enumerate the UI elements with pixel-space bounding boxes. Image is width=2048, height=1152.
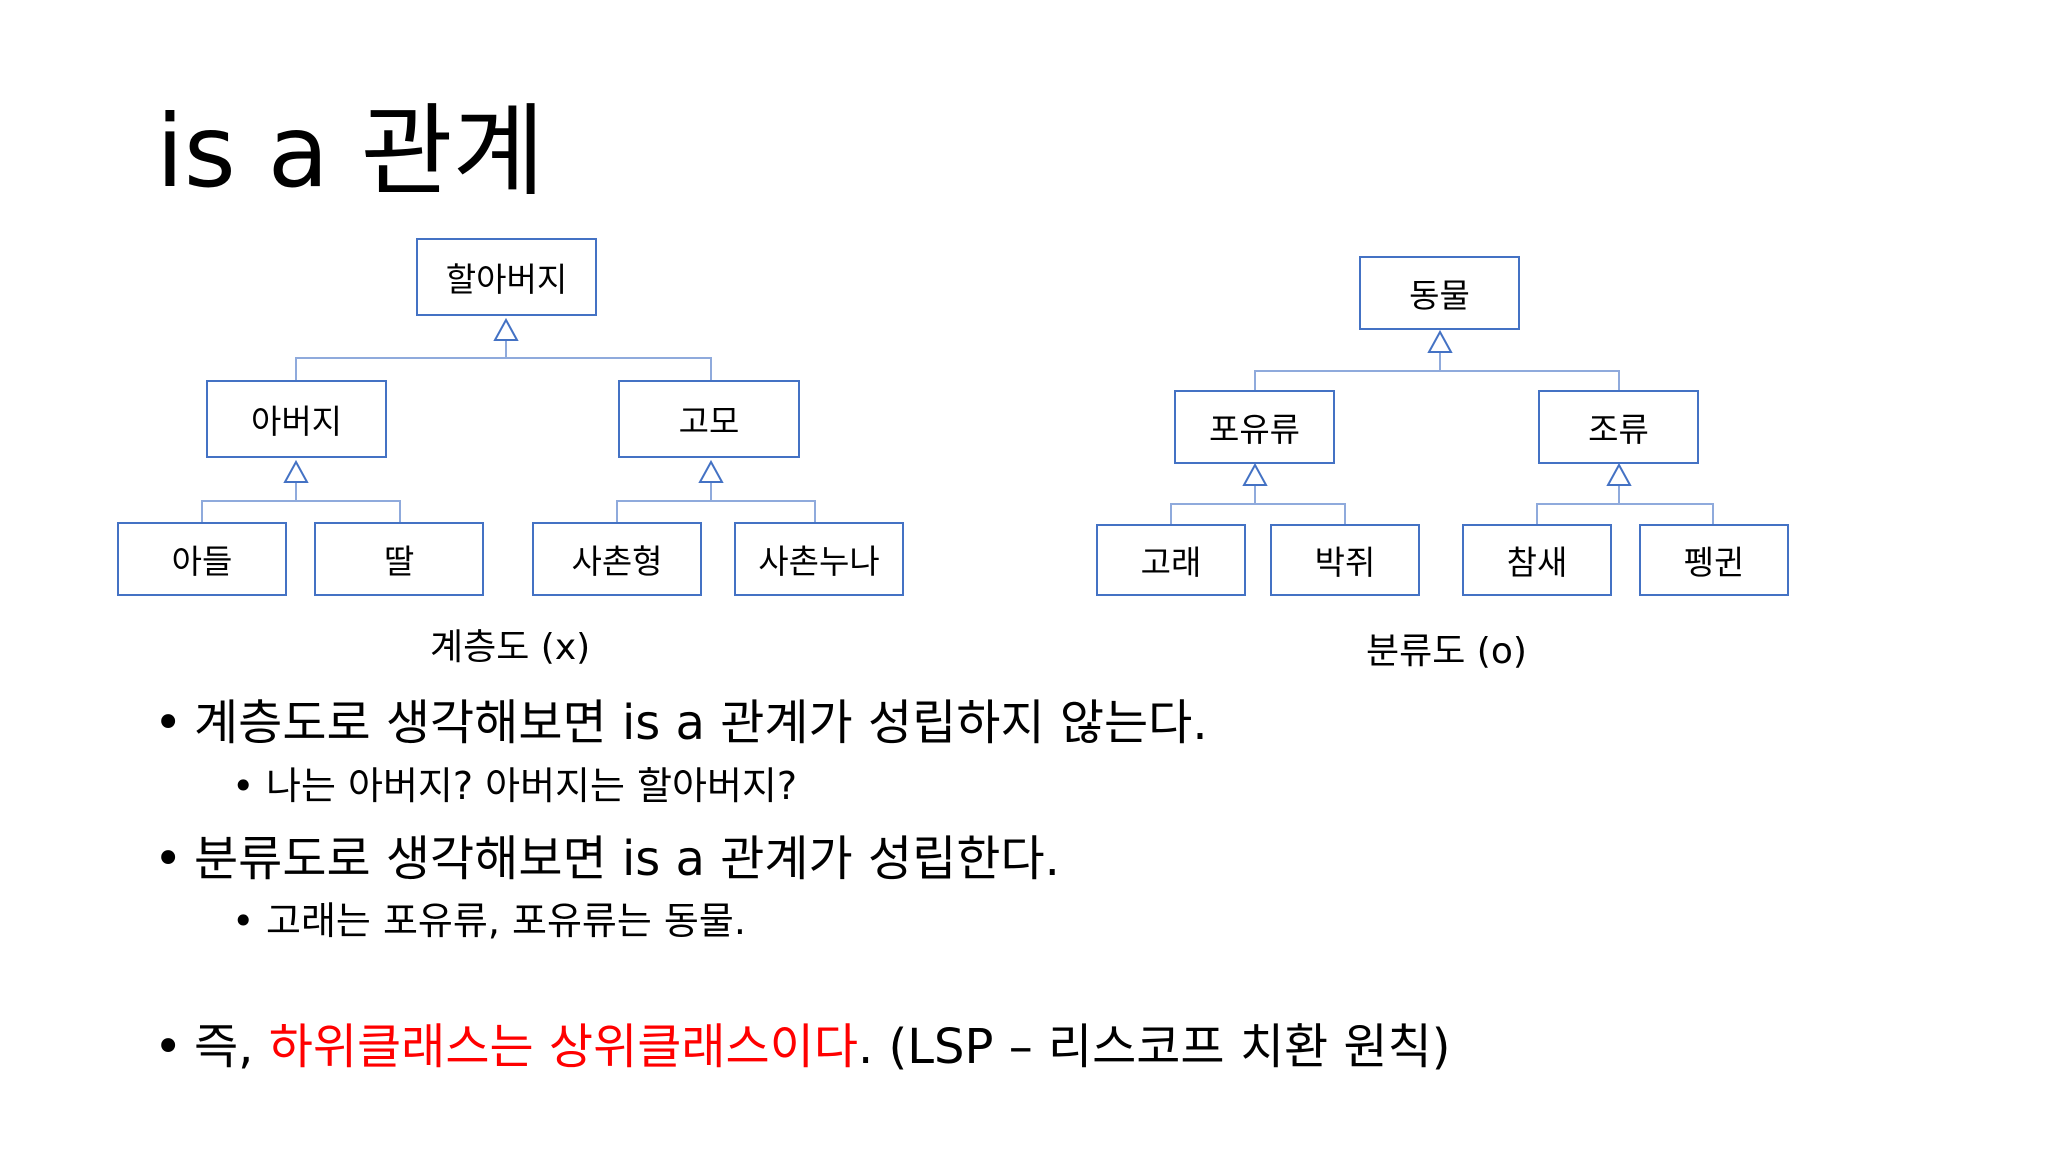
bullet-item: •분류도로 생각해보면 is a 관계가 성립한다.	[154, 830, 1060, 888]
inheritance-arrow-icon	[698, 459, 724, 483]
inheritance-arrow-icon	[283, 459, 309, 483]
connector-line	[201, 482, 297, 523]
connector-line	[1254, 352, 1441, 392]
node-sparrow: 참새	[1462, 524, 1612, 596]
inheritance-arrow-icon	[1242, 462, 1268, 486]
bullet-dot-icon: •	[154, 695, 183, 751]
node-father: 아버지	[206, 380, 387, 458]
sub-bullet-item: •나는 아버지? 아버지는 할아버지?	[232, 763, 797, 809]
sub-bullet-text: 고래는 포유류, 포유류는 동물.	[266, 899, 746, 943]
bullet-item: •즉, 하위클래스는 상위클래스이다. (LSP – 리스코프 치환 원칙)	[154, 1018, 1450, 1076]
connector-line	[295, 340, 507, 382]
node-elder-cousin-sister: 사촌누나	[734, 522, 904, 596]
bullet-dot-icon: •	[154, 1019, 183, 1075]
bullet-text-suffix: . (LSP – 리스코프 치환 원칙)	[858, 1019, 1451, 1075]
bullet-dot-icon: •	[154, 831, 183, 887]
highlighted-text: 하위클래스는 상위클래스이다	[268, 1019, 859, 1075]
classification-caption: 분류도 (o)	[1366, 631, 1527, 672]
connector-line	[711, 500, 816, 523]
connector-line	[1170, 485, 1256, 526]
bullet-text-prefix: 즉,	[194, 1019, 269, 1075]
bullet-item: •계층도로 생각해보면 is a 관계가 성립하지 않는다.	[154, 694, 1208, 752]
bullet-text: 분류도로 생각해보면 is a 관계가 성립한다.	[194, 831, 1060, 887]
connector-line	[1255, 503, 1346, 526]
node-grandfather: 할아버지	[416, 238, 597, 316]
slide-title: is a 관계	[156, 93, 545, 210]
bullet-dot-icon: •	[232, 764, 255, 808]
connector-line	[296, 500, 401, 523]
node-mammal: 포유류	[1174, 390, 1335, 464]
connector-line	[1536, 485, 1620, 526]
node-aunt: 고모	[618, 380, 800, 458]
node-daughter: 딸	[314, 522, 484, 596]
inheritance-arrow-icon	[1427, 329, 1453, 353]
hierarchy-caption: 계층도 (x)	[430, 627, 591, 668]
sub-bullet-text: 나는 아버지? 아버지는 할아버지?	[266, 764, 798, 808]
connector-line	[1619, 503, 1714, 526]
node-elder-cousin-brother: 사촌형	[532, 522, 702, 596]
node-penguin: 펭귄	[1639, 524, 1789, 596]
node-bat: 박쥐	[1270, 524, 1420, 596]
bullet-dot-icon: •	[232, 899, 255, 943]
inheritance-arrow-icon	[493, 317, 519, 341]
inheritance-arrow-icon	[1606, 462, 1632, 486]
connector-line	[1440, 370, 1620, 392]
connector-line	[616, 482, 712, 523]
bullet-text: 계층도로 생각해보면 is a 관계가 성립하지 않는다.	[194, 695, 1208, 751]
connector-line	[506, 357, 712, 382]
node-bird: 조류	[1538, 390, 1699, 464]
node-son: 아들	[117, 522, 287, 596]
node-animal: 동물	[1359, 256, 1520, 330]
node-whale: 고래	[1096, 524, 1246, 596]
sub-bullet-item: •고래는 포유류, 포유류는 동물.	[232, 898, 746, 944]
